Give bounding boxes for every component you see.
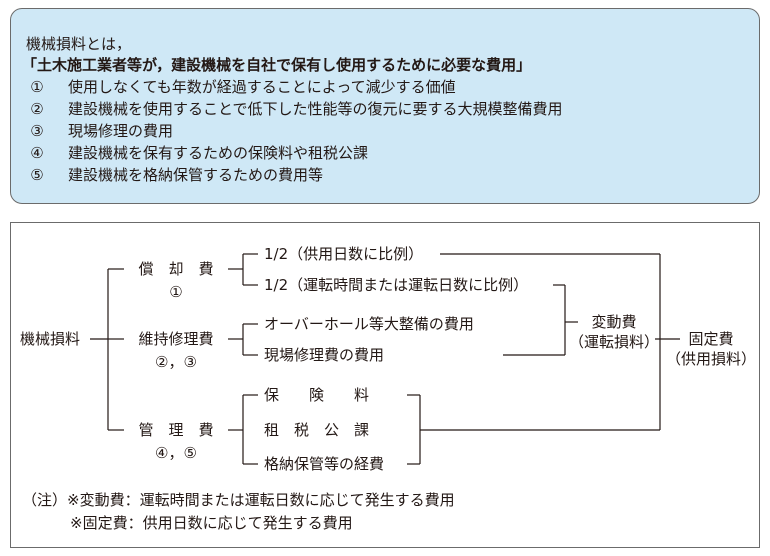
definition-item-3: ③ 現場修理の費用 [26,121,726,141]
depreciation-refs: ① [169,283,183,301]
maintenance-label: 維持修理費 [138,330,214,348]
variable-cost-sub: （運転損料） [568,333,659,351]
management-leaf-insurance: 保 険 料 [264,386,370,404]
depreciation-label: 償 却 費 [138,260,214,278]
fixed-cost-label: 固定費 [688,330,734,348]
item-number: ⑤ [30,166,44,184]
maintenance-refs: ②，③ [155,353,197,371]
maintenance-leaf-overhaul: オーバーホール等大整備の費用 [264,315,474,333]
depreciation-leaf-fixed: 1/2（供用日数に比例） [264,245,428,263]
item-text: 建設機械を使用することで低下した性能等の復元に要する大規模整備費用 [68,100,563,118]
management-refs: ④，⑤ [155,444,197,462]
management-label: 管 理 費 [138,421,214,439]
item-number: ④ [30,144,44,162]
management-leaf-taxes: 租 税 公 課 [264,421,370,439]
item-text: 建設機械を格納保管するための費用等 [68,166,324,184]
note-variable-cost: （注）※変動費：運転時間または運転日数に応じて発生する費用 [22,491,455,509]
definition-item-5: ⑤ 建設機械を格納保管するための費用等 [26,165,726,185]
definition-intro: 機械損料とは， [26,35,132,53]
cost-breakdown-diagram [10,222,760,548]
depreciation-leaf-variable: 1/2（運転時間または運転日数に比例） [264,276,529,294]
root-label: 機械損料 [20,330,81,348]
item-number: ① [30,78,44,96]
item-text: 使用しなくても年数が経過することによって減少する価値 [68,78,456,96]
management-leaf-storage: 格納保管等の経費 [264,455,385,473]
variable-cost-label: 変動費 [591,313,637,331]
definition-item-4: ④ 建設機械を保有するための保険料や租税公課 [26,143,726,163]
item-number: ③ [30,122,44,140]
definition-item-2: ② 建設機械を使用することで低下した性能等の復元に要する大規模整備費用 [26,99,726,119]
definition-item-1: ① 使用しなくても年数が経過することによって減少する価値 [26,77,726,97]
fixed-cost-sub: （供用損料） [665,350,756,368]
definition-box [10,8,760,204]
maintenance-leaf-repair: 現場修理費の費用 [264,346,385,364]
item-text: 建設機械を保有するための保険料や租税公課 [68,144,369,162]
item-number: ② [30,100,44,118]
definition-statement: 「土木施工業者等が，建設機械を自社で保有し使用するために必要な費用」 [22,56,532,74]
note-fixed-cost: ※固定費：供用日数に応じて発生する費用 [70,514,353,532]
item-text: 現場修理の費用 [68,122,174,140]
